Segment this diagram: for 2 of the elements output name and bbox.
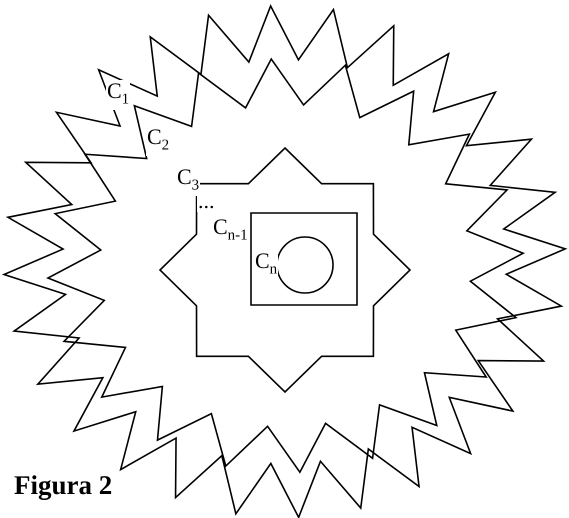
figure-caption: Figura 2	[14, 470, 112, 501]
region-label: C$_{1}$	[106, 80, 130, 110]
